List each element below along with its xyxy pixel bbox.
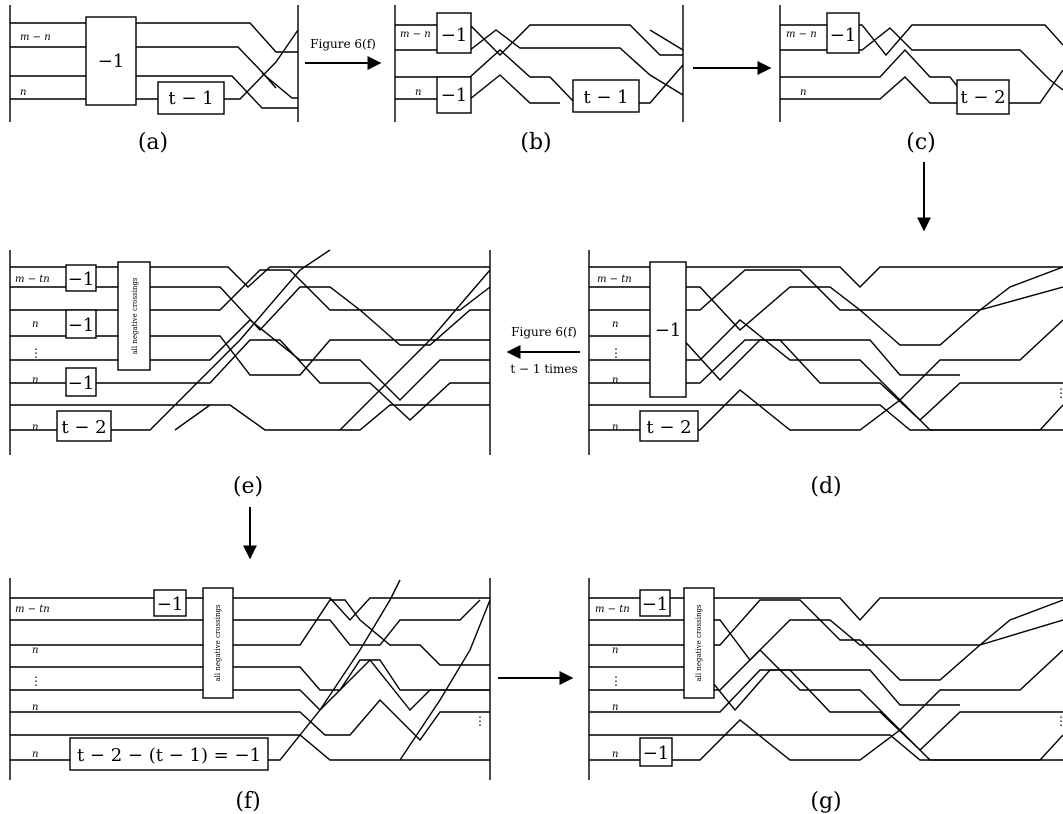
strand-label: n <box>612 645 618 656</box>
panel-g <box>588 578 1063 780</box>
caption-f: (f) <box>235 789 260 814</box>
box-label: −1 <box>642 594 669 615</box>
all-negative-crossings-box <box>117 261 151 371</box>
strand-label: n <box>612 749 618 760</box>
all-negative-crossings-box <box>683 587 715 699</box>
strand-label: m − tn <box>15 274 50 285</box>
panel-f <box>9 578 491 780</box>
box-t-minus-2 <box>639 410 699 442</box>
box-label: −1 <box>157 594 184 615</box>
box-negative-one <box>649 261 687 398</box>
ellipsis-icon: ⋮ <box>474 714 486 728</box>
box-negative-one <box>436 76 472 114</box>
strand-label: n <box>415 87 421 98</box>
box-negative-one <box>639 737 673 767</box>
ellipsis-icon: ⋮ <box>30 346 42 360</box>
box-negative-one <box>65 367 97 397</box>
strand-label: m − n <box>20 32 51 43</box>
box-negative-one <box>153 589 187 617</box>
strand-label: n <box>32 422 38 433</box>
strand-label: m − n <box>786 29 817 40</box>
box-negative-one <box>436 12 472 54</box>
strand-label: n <box>612 375 618 386</box>
panel-a-strands <box>10 22 299 109</box>
caption-e: (e) <box>233 474 263 499</box>
box-label: −1 <box>441 25 468 46</box>
ellipsis-icon: ⋮ <box>610 674 622 688</box>
ellipsis-icon: ⋮ <box>1055 714 1063 728</box>
box-negative-one <box>65 309 97 339</box>
box-label: t − 2 <box>61 417 106 438</box>
box-label: −1 <box>68 373 95 394</box>
box-negative-one <box>65 264 97 292</box>
caption-c: (c) <box>906 130 936 155</box>
box-label: −1 <box>655 320 682 341</box>
box-negative-one <box>826 12 860 54</box>
box-t-minus-1 <box>572 79 640 113</box>
strand-label: n <box>612 319 618 330</box>
strand-label: m − tn <box>15 604 50 615</box>
strand-label: n <box>612 702 618 713</box>
box-t-minus-2 <box>956 79 1010 115</box>
box-label: t − 2 <box>646 417 691 438</box>
panel-b <box>394 5 684 122</box>
box-label: −1 <box>68 315 95 336</box>
strand-label: m − n <box>400 29 431 40</box>
box-label: −1 <box>441 85 468 106</box>
ellipsis-icon: ⋮ <box>30 674 42 688</box>
strand-label: n <box>32 645 38 656</box>
strand-label: m − tn <box>595 604 630 615</box>
panel-d <box>588 250 1063 455</box>
caption-d: (d) <box>810 474 841 499</box>
box-t-minus-2 <box>56 410 112 442</box>
caption-a: (a) <box>138 130 168 155</box>
box-negative-one <box>85 16 137 106</box>
panel-e <box>9 249 491 455</box>
vertical-label: all negative crossings <box>695 604 703 681</box>
strand-label: n <box>612 422 618 433</box>
ellipsis-icon: ⋮ <box>610 346 622 360</box>
strand-label: n <box>32 375 38 386</box>
all-negative-crossings-box <box>202 587 234 699</box>
strand-label: n <box>32 702 38 713</box>
arrow-label: Figure 6(f) <box>511 325 577 339</box>
ellipsis-icon: ⋮ <box>1055 386 1063 400</box>
strand-label: n <box>32 749 38 760</box>
strand-label: n <box>20 87 26 98</box>
strand-label: n <box>800 87 806 98</box>
arrow-label: t − 1 times <box>510 362 577 376</box>
box-label: −1 <box>643 743 670 764</box>
box-label: −1 <box>98 51 125 72</box>
box-label: −1 <box>68 269 95 290</box>
vertical-label: all negative crossings <box>131 277 139 354</box>
box-label: t − 1 <box>583 87 628 108</box>
box-negative-one <box>639 589 671 617</box>
panel-c <box>779 5 1063 122</box>
box-label: t − 2 <box>960 87 1005 108</box>
strand-label: m − tn <box>597 274 632 285</box>
arrow-label: Figure 6(f) <box>310 37 376 51</box>
caption-b: (b) <box>520 130 551 155</box>
box-label: t − 1 <box>168 88 213 109</box>
strand-label: n <box>32 319 38 330</box>
vertical-label: all negative crossings <box>214 604 222 681</box>
box-label: t − 2 − (t − 1) = −1 <box>77 745 261 766</box>
caption-g: (g) <box>810 789 841 814</box>
box-equation <box>69 737 269 771</box>
box-t-minus-1 <box>157 81 225 115</box>
box-label: −1 <box>830 25 857 46</box>
panel-a <box>9 5 299 122</box>
